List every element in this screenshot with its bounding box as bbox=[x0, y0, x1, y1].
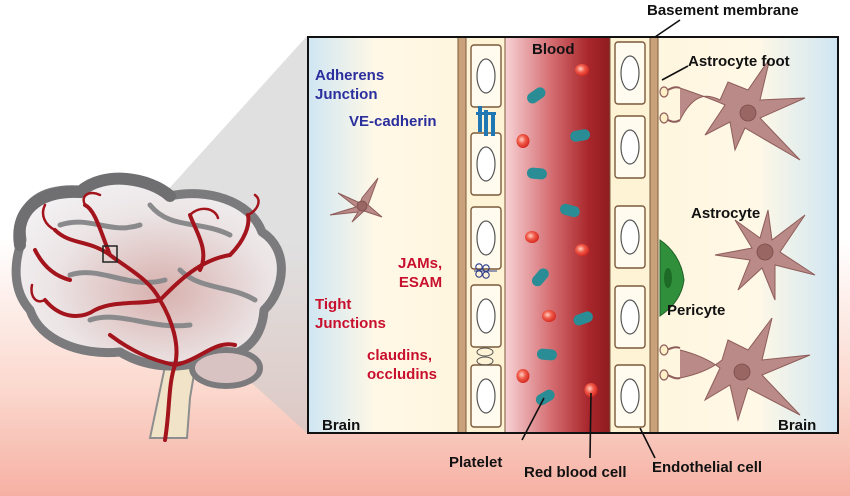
platelet bbox=[527, 87, 546, 104]
ve-cadherin-marker bbox=[476, 106, 496, 136]
platelets bbox=[526, 87, 593, 406]
platelet bbox=[573, 311, 593, 326]
red-blood-cells bbox=[516, 64, 598, 397]
label-adherens-junction: Adherens Junction bbox=[315, 67, 385, 103]
red-blood-cell bbox=[542, 310, 556, 322]
label-jams-esam: JAMs, ESAM bbox=[398, 255, 443, 291]
small-astrocyte bbox=[329, 177, 383, 223]
zoom-region-box bbox=[102, 245, 118, 263]
pericyte-nucleus bbox=[664, 268, 672, 288]
zoom-panel-frame bbox=[307, 36, 839, 434]
platelet bbox=[526, 167, 547, 180]
label-brain-left: Brain bbox=[322, 417, 361, 434]
zoom-panel bbox=[307, 36, 839, 434]
platelet bbox=[531, 268, 549, 287]
label-endothelial-cell: Endothelial cell bbox=[652, 459, 763, 476]
claudins-marker bbox=[476, 347, 494, 366]
basement-membrane-left bbox=[457, 36, 467, 434]
label-pericyte: Pericyte bbox=[667, 302, 726, 319]
platelet bbox=[535, 389, 555, 406]
red-blood-cell bbox=[575, 64, 589, 76]
red-blood-cell bbox=[584, 383, 598, 397]
platelet bbox=[570, 129, 591, 142]
label-astrocyte: Astrocyte bbox=[691, 205, 761, 222]
red-blood-cell bbox=[516, 369, 530, 383]
label-red-blood-cell: Red blood cell bbox=[524, 464, 627, 481]
astrocyte-top bbox=[679, 57, 806, 161]
brain-illustration bbox=[11, 172, 286, 442]
red-blood-cell bbox=[575, 244, 589, 256]
label-blood: Blood bbox=[532, 41, 575, 58]
label-claudins-occludins: claudins, occludins bbox=[367, 347, 438, 383]
red-blood-cell bbox=[525, 231, 539, 243]
basement-membrane-right bbox=[649, 36, 659, 434]
astrocyte-bottom bbox=[679, 317, 811, 422]
astrocyte-middle bbox=[714, 209, 816, 301]
label-basement-membrane: Basement membrane bbox=[647, 2, 799, 19]
leader-lines bbox=[521, 19, 689, 459]
red-blood-cell bbox=[516, 134, 530, 148]
jams-marker bbox=[474, 263, 497, 279]
platelet bbox=[560, 203, 580, 218]
astrocyte-feet-caps bbox=[659, 86, 669, 381]
platelet bbox=[536, 348, 557, 361]
label-astrocyte-foot: Astrocyte foot bbox=[688, 53, 790, 70]
label-platelet: Platelet bbox=[449, 454, 503, 471]
label-tight-junctions: Tight Junctions bbox=[315, 296, 386, 332]
endothelial-nuclei-right bbox=[620, 55, 640, 414]
endothelial-nuclei-left bbox=[476, 58, 496, 414]
label-brain-right: Brain bbox=[778, 417, 817, 434]
label-ve-cadherin: VE-cadherin bbox=[349, 113, 437, 130]
